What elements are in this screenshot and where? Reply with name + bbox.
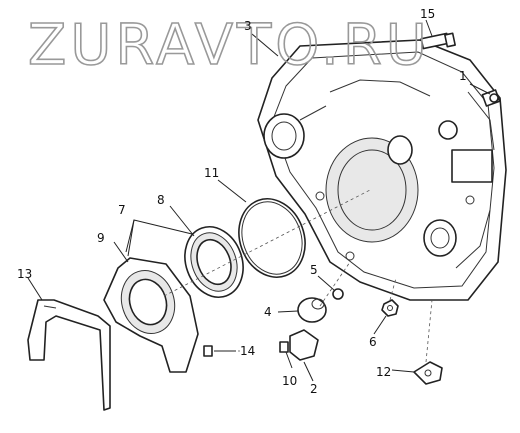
bolt-part-10 xyxy=(279,341,289,353)
seal-ring-part-5 xyxy=(332,288,344,300)
callout-10: 10 xyxy=(282,374,297,388)
plug-part-4 xyxy=(297,297,327,323)
cover-plate-part-2 xyxy=(289,329,319,361)
plug-part-1 xyxy=(481,89,501,107)
seal-part-8 xyxy=(184,226,244,298)
callout-14: 14 xyxy=(240,344,255,358)
callout-8: 8 xyxy=(157,193,165,207)
callout-2: 2 xyxy=(310,382,318,396)
fitting-part-15 xyxy=(420,32,456,50)
assembly-axis xyxy=(425,299,433,363)
rear-cover-part-9 xyxy=(103,257,199,373)
callout-15: 15 xyxy=(420,7,435,21)
o-ring-part-11 xyxy=(238,198,306,278)
watermark: ZURAVTO.RU xyxy=(28,13,431,78)
callout-7: 7 xyxy=(118,203,126,217)
leader-lines xyxy=(27,19,491,382)
flywheel-housing xyxy=(257,39,507,301)
callout-11: 11 xyxy=(204,166,219,180)
callout-13: 13 xyxy=(17,267,32,281)
assembly-axis xyxy=(163,189,371,297)
callout-4: 4 xyxy=(264,305,272,319)
callout-5: 5 xyxy=(310,263,318,277)
callout-1: 1 xyxy=(459,69,467,83)
callout-3: 3 xyxy=(244,19,252,33)
nut-part-6 xyxy=(381,299,399,317)
gasket-part-13 xyxy=(27,299,111,411)
callout-9: 9 xyxy=(97,231,105,245)
assembly-axis xyxy=(319,261,351,307)
callout-6: 6 xyxy=(369,335,377,349)
callout-12: 12 xyxy=(376,365,391,379)
bracket-part-12 xyxy=(413,361,443,385)
assembly-axis xyxy=(389,277,397,301)
